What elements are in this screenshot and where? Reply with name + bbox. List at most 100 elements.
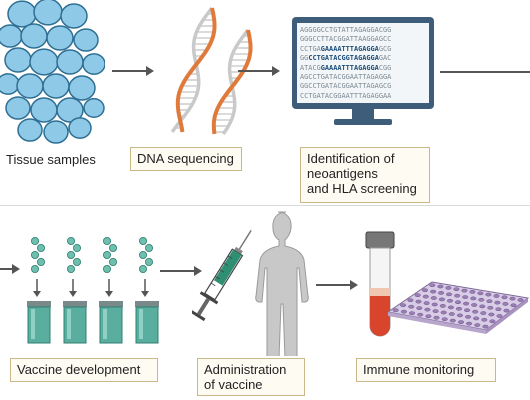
vaccine-vials-illustration — [27, 237, 159, 344]
administration-line1: Administration — [204, 362, 287, 377]
well — [487, 305, 494, 310]
well — [494, 300, 501, 305]
immune-monitoring-label: Immune monitoring — [356, 358, 496, 382]
well — [454, 300, 462, 305]
well — [441, 317, 448, 322]
well — [430, 296, 437, 300]
cell — [20, 23, 48, 49]
well — [466, 321, 473, 326]
tissue-cells-illustration — [0, 0, 105, 144]
sequence-line: CCTGATACGGAATTTAGAGGAA — [300, 91, 392, 100]
administration-label: Administration of vaccine — [197, 358, 305, 396]
well — [425, 314, 432, 319]
dna-sequencing-label: DNA sequencing — [130, 147, 242, 171]
well — [446, 298, 454, 303]
immune-monitoring-text: Immune monitoring — [363, 362, 475, 377]
well — [408, 304, 415, 309]
well — [424, 307, 431, 312]
neoantigen-line1: Identification of — [307, 151, 395, 166]
well — [455, 306, 463, 311]
cell — [29, 48, 59, 76]
cell — [83, 98, 105, 118]
sequence-line: AGGGGCCTGTATTAGAGGACGG — [300, 26, 392, 34]
well-plate-illustration — [386, 281, 530, 334]
cell — [0, 24, 23, 48]
well — [495, 307, 502, 312]
well — [469, 290, 476, 294]
well — [448, 312, 455, 316]
dna-helix-illustration — [170, 6, 253, 136]
well — [481, 317, 488, 322]
well — [465, 315, 472, 319]
neoantigen-identification-label: Identification of neoantigens and HLA sc… — [300, 147, 430, 203]
well — [414, 293, 421, 298]
well — [422, 294, 429, 299]
well — [472, 309, 479, 314]
well — [471, 303, 478, 307]
well — [456, 313, 463, 318]
neoantigen-line3: and HLA screening — [307, 181, 417, 196]
well — [447, 305, 454, 310]
vaccine-development-label: Vaccine development — [10, 358, 158, 382]
sequence-line: GGGCCTTACGGATTAAGGAGCC — [300, 35, 392, 44]
dna-sequencing-text: DNA sequencing — [137, 151, 234, 166]
cell — [7, 0, 37, 28]
well — [449, 318, 456, 323]
arrow-right-icon — [160, 266, 202, 276]
well — [464, 308, 471, 313]
well — [463, 301, 470, 306]
vaccine-development-text: Vaccine development — [17, 362, 141, 377]
well — [438, 297, 445, 302]
cell — [30, 97, 58, 123]
well — [408, 311, 416, 316]
well — [415, 299, 422, 304]
well — [430, 289, 437, 294]
well — [453, 287, 460, 292]
human-silhouette — [255, 211, 309, 356]
well — [480, 311, 487, 315]
well — [473, 316, 480, 321]
well — [423, 301, 430, 305]
well — [503, 308, 510, 313]
well — [446, 292, 453, 297]
monitor-base — [334, 119, 392, 125]
sequence-line: ATACGGAAAATTTAGAGGACGG — [300, 63, 392, 72]
sequence-line: GGCCTGATACGGTAGAGGAGAC — [300, 54, 392, 63]
cell — [5, 96, 31, 120]
cell — [16, 73, 44, 99]
well — [479, 304, 486, 309]
cell — [17, 118, 43, 142]
well — [470, 296, 477, 301]
well — [421, 288, 429, 293]
cell — [82, 53, 105, 75]
syringe-icon — [192, 229, 252, 322]
well — [445, 286, 452, 290]
neoantigen-line2: neoantigens — [307, 166, 378, 181]
well — [400, 303, 407, 308]
well — [433, 315, 440, 320]
cell — [42, 73, 70, 99]
well — [457, 320, 465, 324]
sequence-line: CCTGAGAAAATTTAGAGGAGCG — [300, 44, 392, 53]
vaccine-vial — [99, 237, 123, 344]
well — [488, 312, 495, 317]
cell — [56, 49, 84, 75]
cell — [60, 3, 88, 29]
arrow-right-icon — [238, 66, 280, 76]
sequence-line: AGCCTGATACGGAATTAGAGGA — [300, 73, 392, 82]
cell — [46, 25, 74, 51]
well — [474, 323, 481, 327]
well — [392, 308, 399, 313]
well — [416, 306, 423, 310]
cell — [68, 75, 96, 101]
well — [461, 288, 468, 293]
arrow-right-icon — [112, 66, 154, 76]
well — [440, 310, 447, 315]
vaccine-vial — [63, 237, 87, 344]
well — [493, 294, 500, 298]
well — [502, 302, 509, 306]
cell — [68, 117, 92, 139]
arrow-right-icon — [316, 280, 358, 290]
